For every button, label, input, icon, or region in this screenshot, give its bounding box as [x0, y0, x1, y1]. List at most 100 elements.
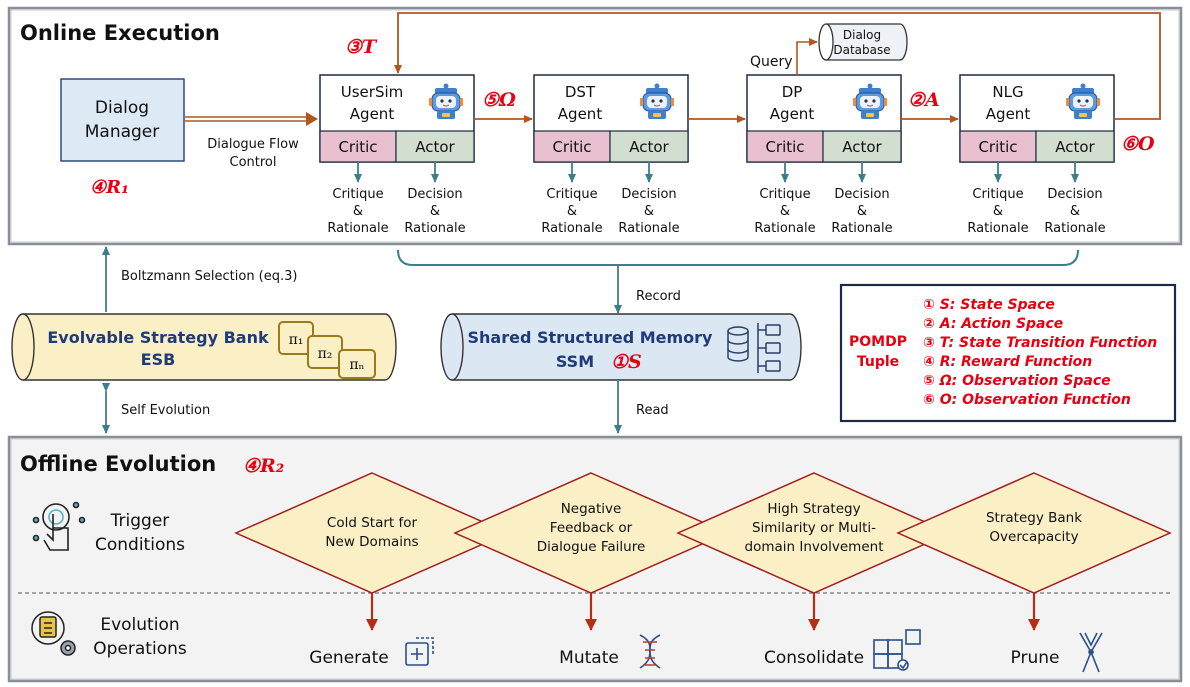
plus-box-icon: [405, 637, 434, 666]
scissors-icon: [1079, 632, 1103, 673]
dialog-manager-line2: Manager: [85, 122, 160, 142]
output-dst-critique: Critique & Rationale: [541, 187, 602, 236]
pomdp-label-line2: Tuple: [857, 354, 899, 370]
critic-label: Critic: [765, 138, 804, 156]
agent-usersim-name: UserSim: [341, 83, 404, 101]
op-generate: Generate: [309, 648, 388, 668]
svg-text:Rationale: Rationale: [618, 221, 679, 236]
svg-text:&: &: [567, 204, 577, 219]
op-prune: Prune: [1011, 648, 1060, 668]
condition-4-line2: Overcapacity: [989, 529, 1078, 545]
ssm-state-label: ①S: [611, 351, 642, 373]
marker-obs-function: ⑥O: [1121, 133, 1155, 155]
output-dp-decision: Decision & Rationale: [831, 187, 892, 236]
op-consolidate: Consolidate: [764, 648, 864, 668]
svg-text:&: &: [430, 204, 440, 219]
record-label: Record: [636, 289, 681, 304]
evolution-line1: Evolution: [100, 615, 179, 635]
svg-text:Decision: Decision: [407, 187, 462, 202]
database-line2: Database: [833, 43, 890, 57]
pomdp-item-3: ③ T: State Transition Function: [923, 335, 1157, 351]
condition-4-line1: Strategy Bank: [986, 510, 1082, 526]
ssm-line2: SSM: [556, 352, 594, 371]
offline-evolution-title: Offline Evolution: [20, 452, 216, 476]
flow-label-line1: Dialogue Flow: [207, 137, 299, 152]
svg-text:&: &: [353, 204, 363, 219]
output-usersim-decision: Decision & Rationale: [404, 187, 465, 236]
svg-text:&: &: [993, 204, 1003, 219]
pomdp-item-4: ④ R: Reward Function: [923, 354, 1092, 370]
policy-2: π₂: [318, 346, 333, 362]
svg-text:Rationale: Rationale: [754, 221, 815, 236]
policy-cards: π₁ π₂ πₙ: [278, 321, 376, 379]
agent-dp: DP Agent Critic Actor: [746, 74, 902, 163]
pomdp-label-line1: POMDP: [849, 334, 907, 350]
marker-observation: ⑤Ω: [482, 89, 516, 111]
trigger-line2: Conditions: [95, 535, 185, 555]
svg-text:Critique: Critique: [759, 187, 810, 202]
pomdp-item-2: ② A: Action Space: [923, 316, 1063, 332]
policy-n: πₙ: [349, 357, 364, 373]
flow-label-line2: Control: [230, 155, 277, 170]
svg-text:&: &: [857, 204, 867, 219]
dna-icon: [639, 634, 661, 669]
svg-text:Decision: Decision: [834, 187, 889, 202]
svg-text:Critique: Critique: [546, 187, 597, 202]
actor-label: Actor: [1055, 138, 1095, 156]
svg-text:&: &: [644, 204, 654, 219]
agent-dst-name: DST: [565, 83, 596, 101]
database-line1: Dialog: [843, 28, 881, 42]
self-evolution-label: Self Evolution: [121, 403, 210, 418]
actor-label: Actor: [415, 138, 455, 156]
svg-text:&: &: [1070, 204, 1080, 219]
svg-text:Decision: Decision: [621, 187, 676, 202]
boltzmann-label: Boltzmann Selection (eq.3): [121, 269, 297, 284]
gear-doc-icon: [31, 611, 76, 656]
svg-text:Rationale: Rationale: [1044, 221, 1105, 236]
agent-dst-suffix: Agent: [558, 105, 603, 123]
query-arrow: [796, 38, 818, 75]
dm-reward-label: ④R₁: [90, 177, 129, 198]
agent-nlg-suffix: Agent: [986, 105, 1031, 123]
svg-text:&: &: [780, 204, 790, 219]
svg-text:Decision: Decision: [1047, 187, 1102, 202]
dialog-manager-line1: Dialog: [95, 98, 149, 118]
critic-label: Critic: [338, 138, 377, 156]
online-execution-title: Online Execution: [20, 21, 220, 45]
condition-1-line2: New Domains: [325, 534, 418, 550]
condition-2-line2: Feedback or: [550, 520, 633, 536]
marker-transition: ③T: [345, 36, 378, 58]
read-label: Read: [636, 403, 669, 418]
trigger-line1: Trigger: [110, 511, 170, 531]
svg-text:Rationale: Rationale: [404, 221, 465, 236]
esb-line1: Evolvable Strategy Bank: [47, 328, 269, 347]
agent-dp-suffix: Agent: [770, 105, 815, 123]
database-icon: [818, 23, 908, 61]
feedback-loop-arrow: [394, 12, 1161, 120]
output-dst-decision: Decision & Rationale: [618, 187, 679, 236]
pomdp-item-6: ⑥ O: Observation Function: [923, 392, 1131, 408]
policy-1: π₁: [289, 332, 304, 348]
evolution-line2: Operations: [93, 639, 187, 659]
svg-text:Critique: Critique: [972, 187, 1023, 202]
agent-usersim-suffix: Agent: [350, 105, 395, 123]
actor-label: Actor: [842, 138, 882, 156]
ssm-line1: Shared Structured Memory: [468, 328, 714, 347]
touch-icon: [32, 501, 86, 551]
esb-line2: ESB: [141, 350, 176, 369]
condition-2-line1: Negative: [561, 501, 622, 517]
output-usersim-critique: Critique & Rationale: [327, 187, 388, 236]
pomdp-box: [839, 283, 1177, 423]
marker-action: ②A: [908, 89, 940, 111]
output-nlg-critique: Critique & Rationale: [967, 187, 1028, 236]
condition-3-line1: High Strategy: [767, 501, 860, 517]
svg-text:Rationale: Rationale: [541, 221, 602, 236]
record-bracket: [397, 249, 1079, 266]
ssm-cylinder: [440, 313, 802, 381]
agent-usersim: UserSim Agent Critic Actor: [319, 74, 475, 163]
agent-nlg: NLG Agent Critic Actor: [959, 74, 1115, 163]
op-mutate: Mutate: [559, 648, 619, 668]
condition-3-line2: Similarity or Multi-: [752, 520, 876, 536]
flow-arrow-head: [306, 112, 318, 126]
